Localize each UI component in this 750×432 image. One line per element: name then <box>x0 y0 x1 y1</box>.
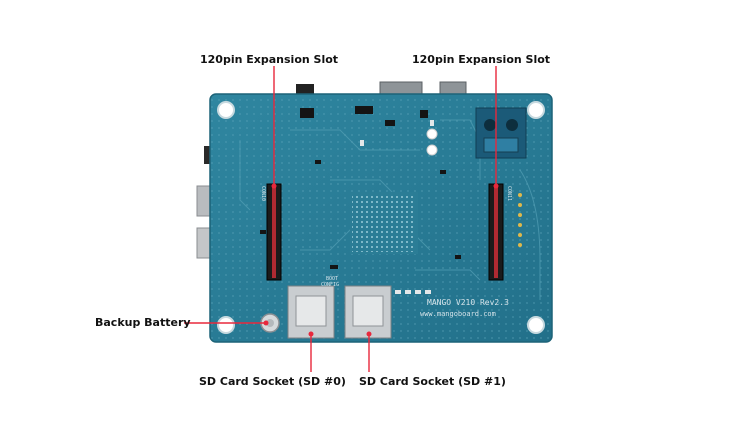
cpu-bga-pads <box>352 194 416 252</box>
header-pins <box>518 193 522 247</box>
expansion-slot-left-inner <box>272 186 276 278</box>
callouts <box>184 66 497 372</box>
label-sd1: SD Card Socket (SD #1) <box>359 375 506 388</box>
camera-lens-icon <box>484 119 496 131</box>
callout-dots <box>263 183 499 337</box>
backup-battery-center <box>266 319 274 327</box>
sd-socket-0-slot <box>295 295 327 327</box>
camera-lens-icon-2 <box>506 119 518 131</box>
silk-url: www.mangoboard.com <box>420 310 496 318</box>
sd-socket-1-slot <box>352 295 384 327</box>
label-slot-left: 120pin Expansion Slot <box>200 53 339 66</box>
small-components <box>260 106 461 269</box>
expansion-slot-right-inner <box>494 186 498 278</box>
mounting-holes <box>217 101 545 334</box>
silk-con-left: CON10 <box>260 186 266 201</box>
camera-chip <box>483 137 519 153</box>
silk-config: CONFIG <box>321 282 339 288</box>
silk-boot: BOOT <box>326 276 338 282</box>
silk-model: MANGO V210 Rev2.3 <box>427 298 509 307</box>
silk-con-right: CON11 <box>506 186 512 201</box>
label-battery: Backup Battery <box>95 316 191 329</box>
label-sd0: SD Card Socket (SD #0) <box>199 375 346 388</box>
label-slot-right: 120pin Expansion Slot <box>412 53 551 66</box>
small-capacitors <box>360 120 434 294</box>
mount-pads <box>426 128 438 156</box>
